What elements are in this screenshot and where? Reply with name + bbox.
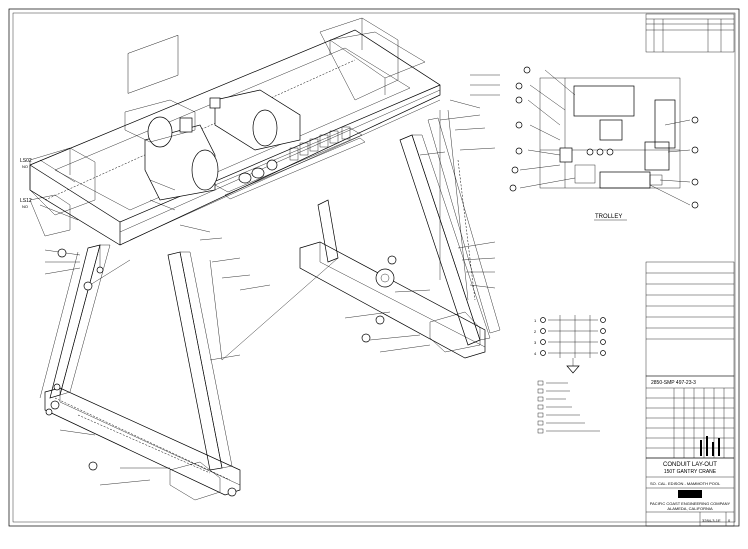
company-logo [678,490,702,498]
ls02-sub-label: NO [22,164,28,169]
title-block: 2850-SMP 497-23-3 CONDUIT LAY-OUT 150T G… [645,261,735,527]
callout-tags [45,248,397,471]
reference-drawing-number: 2850-SMP 497-23-3 [651,380,696,386]
ls12-label: LS12 [20,198,32,204]
wire-diagram: 1 2 3 4 [534,315,606,374]
wire-row-1: 1 [534,318,537,323]
main-labels: LS02 NO LS12 NO [20,158,32,209]
symbol-legend [537,380,600,434]
sheet-number: 3284-3-1E [702,518,721,523]
revision-number: 0 [728,518,731,523]
sheet-border [8,8,740,527]
callout-leaders [39,74,500,486]
drawing-title-line2: 150T GANTRY CRANE [664,469,717,475]
wire-row-3: 3 [534,340,537,345]
wire-row-4: 4 [534,351,537,356]
trolley-label: TROLLEY [595,214,622,220]
wire-row-2: 2 [534,329,537,334]
ls12-sub-label: NO [22,204,28,209]
project-name: SO. CAL. EDISON - MAMMOTH POOL [650,481,721,486]
trolley-plan: TROLLEY [509,66,699,221]
drawing-title-line1: CONDUIT LAY-OUT [663,462,717,468]
company-location: ALAMEDA, CALIFORNIA [667,506,713,511]
gantry-crane-drawing [29,17,501,501]
revision-block [645,13,735,53]
ls02-label: LS02 [20,158,32,164]
company-name: PACIFIC COAST ENGINEERING COMPANY [650,501,731,506]
